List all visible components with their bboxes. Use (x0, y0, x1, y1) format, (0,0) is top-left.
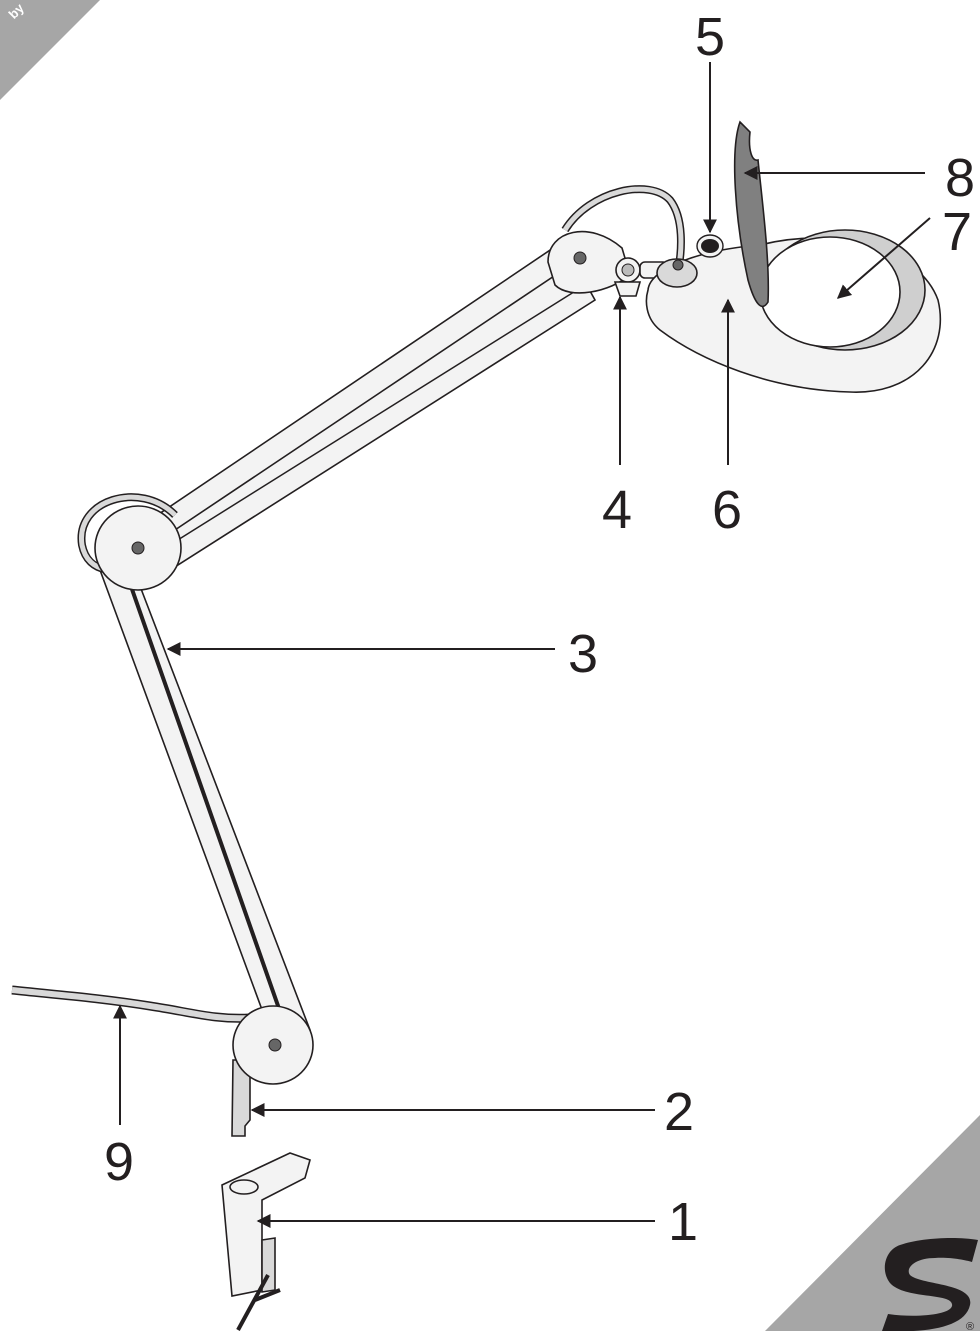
callout-5: 5 (695, 7, 725, 67)
elbow-joint (94, 505, 182, 591)
callout-3: 3 (568, 624, 598, 684)
callout-8: 8 (945, 148, 975, 208)
base-joint (232, 1005, 314, 1085)
clamp (221, 1152, 311, 1331)
brand-corner: ® (765, 1115, 980, 1331)
callout-4: 4 (602, 480, 632, 540)
callout-1: 1 (668, 1192, 698, 1252)
callout-2: 2 (664, 1082, 694, 1142)
lens (759, 236, 901, 348)
callout-9: 9 (104, 1132, 134, 1192)
callout-6: 6 (712, 480, 742, 540)
brand-logo (882, 1237, 978, 1331)
lens-cover (733, 120, 770, 308)
callout-7: 7 (942, 202, 972, 262)
lower-arm (98, 558, 312, 1047)
upper-arm (148, 238, 597, 572)
switch (696, 234, 724, 258)
corner-tab: by (0, 0, 100, 100)
registered-mark: ® (966, 1321, 974, 1331)
